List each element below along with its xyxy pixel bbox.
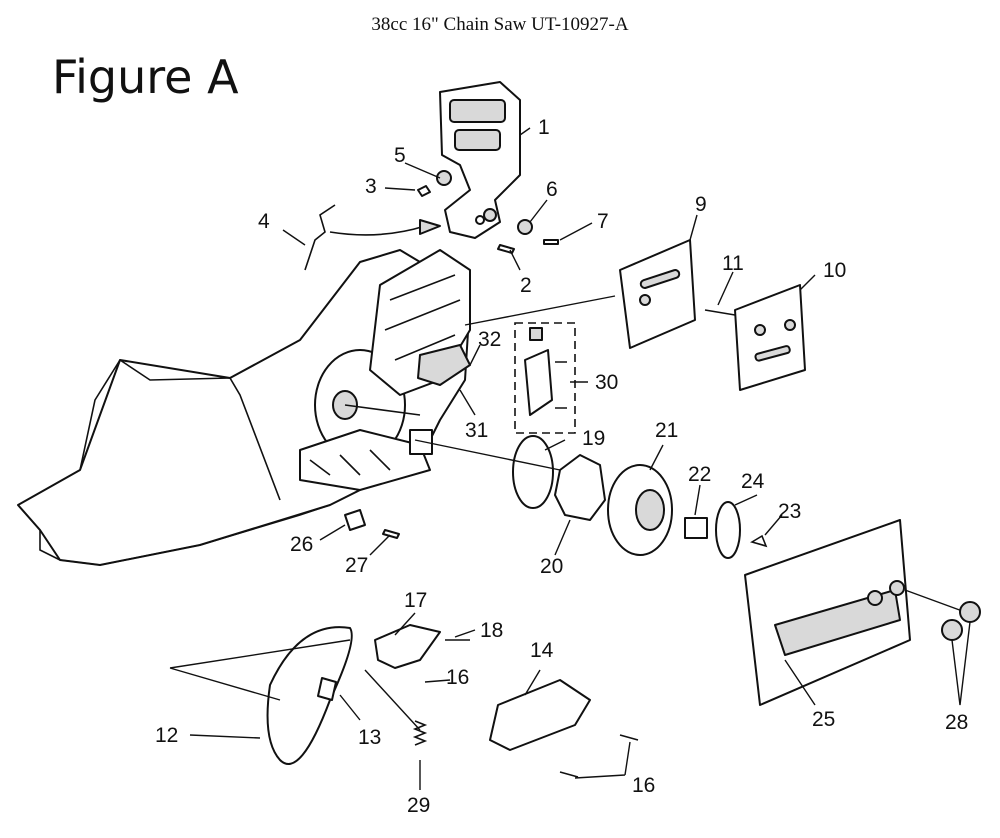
callout-32: 32 [478, 328, 501, 351]
part-13-pin [317, 677, 337, 701]
part-5-nut [436, 170, 452, 186]
part-19-washer [512, 435, 554, 509]
part-14-chain-catcher [489, 679, 591, 751]
callout-27: 27 [345, 554, 368, 577]
part-26-bracket [344, 509, 366, 531]
callout-4: 4 [258, 210, 270, 233]
assembly-arrowhead [419, 219, 441, 235]
leader-lines [189, 127, 971, 790]
callout-23: 23 [778, 500, 801, 523]
callout-25: 25 [812, 708, 835, 731]
callout-10: 10 [823, 259, 846, 282]
callout-numbers: 1 2 3 4 5 6 7 9 10 11 12 13 14 16 16 17 … [155, 116, 968, 817]
part-20-clutch-shoe [554, 454, 606, 521]
front-handle-guard [439, 81, 521, 239]
callout-20: 20 [540, 555, 563, 578]
oil-pump-kit [514, 322, 576, 434]
callout-16-lower: 16 [632, 774, 655, 797]
callout-17: 17 [404, 589, 427, 612]
callout-7: 7 [597, 210, 609, 233]
callout-12: 12 [155, 724, 178, 747]
callout-19: 19 [582, 427, 605, 450]
callout-21: 21 [655, 419, 678, 442]
callout-1: 1 [538, 116, 550, 139]
part-28-nuts [941, 601, 981, 641]
callout-3: 3 [365, 175, 377, 198]
part-17-lever [374, 624, 441, 669]
callout-24: 24 [741, 470, 765, 493]
part-24-washer [715, 501, 741, 559]
engine-housing [17, 249, 471, 566]
part-9-inner-plate [619, 239, 696, 349]
bar-plates [464, 239, 806, 391]
part-16-screws [559, 734, 639, 778]
callout-31: 31 [465, 419, 488, 442]
part-11-bolt [704, 309, 736, 316]
part-7-screw [543, 239, 559, 245]
part-27-screw [382, 529, 400, 539]
callout-11: 11 [722, 252, 744, 275]
callout-9: 9 [695, 193, 707, 216]
callout-28: 28 [945, 711, 968, 734]
part-23-clip [750, 534, 768, 548]
callout-18: 18 [480, 619, 503, 642]
callout-16-upper: 16 [446, 666, 469, 689]
part-22-bearing [684, 517, 708, 539]
diagram-title: 38cc 16" Chain Saw UT-10927-A [371, 14, 629, 35]
part-12-strap [266, 626, 353, 765]
part-25-side-cover [744, 519, 966, 706]
callout-22: 22 [688, 463, 711, 486]
callout-6: 6 [546, 178, 558, 201]
callout-13: 13 [358, 726, 381, 749]
callout-2: 2 [520, 274, 532, 297]
figure-label: Figure A [52, 50, 239, 104]
part-3-clip [417, 185, 431, 197]
part-29-spring [412, 720, 428, 746]
callout-29: 29 [407, 794, 430, 817]
part-4-spring [304, 204, 336, 271]
part-6-washer [517, 219, 533, 235]
part-10-outer-plate [734, 284, 806, 391]
callout-26: 26 [290, 533, 313, 556]
callout-30: 30 [595, 371, 618, 394]
clutch-assembly [414, 435, 768, 559]
callout-14: 14 [530, 639, 554, 662]
assembly-arrow [329, 225, 426, 236]
callout-5: 5 [394, 144, 406, 167]
